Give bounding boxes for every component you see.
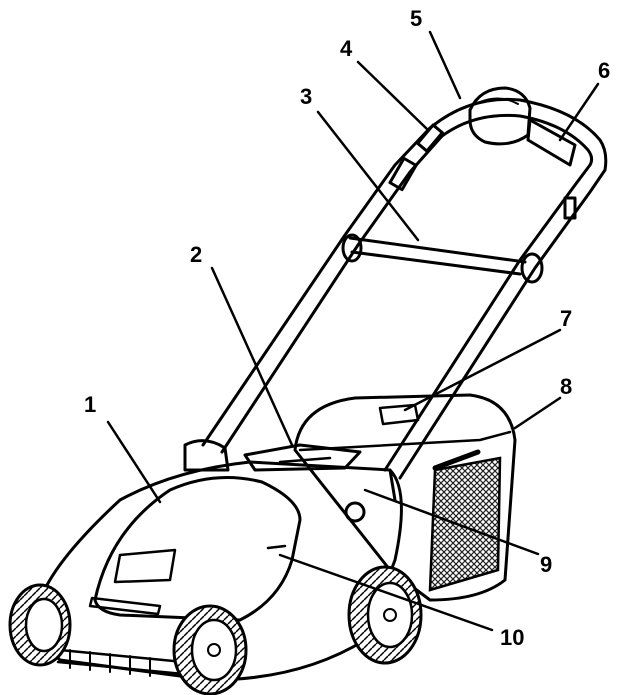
handle-assembly (201, 86, 608, 480)
grass-collector (293, 393, 517, 602)
leader-3 (316, 110, 420, 242)
callout-1: 1 (84, 392, 96, 417)
callout-5: 5 (410, 6, 422, 31)
callout-4: 4 (340, 36, 353, 61)
wheel-rear-right (347, 565, 423, 665)
leader-2 (210, 266, 294, 447)
callout-2: 2 (190, 242, 202, 267)
callout-9: 9 (540, 552, 552, 577)
leader-lines (106, 30, 600, 632)
callout-8: 8 (560, 374, 572, 399)
leader-4 (356, 60, 430, 132)
callout-7: 7 (560, 306, 572, 331)
callout-6: 6 (598, 58, 610, 83)
callout-3: 3 (300, 84, 312, 109)
leader-5 (428, 30, 462, 100)
callout-numbers: 1 2 3 4 5 6 7 8 9 10 (84, 6, 610, 650)
wheel-front-left (8, 583, 72, 667)
leader-1 (106, 420, 162, 504)
wheel-front-right (172, 604, 248, 695)
leader-6 (558, 82, 600, 142)
leader-10 (278, 553, 494, 632)
leader-9 (363, 488, 540, 556)
callout-10: 10 (500, 625, 524, 650)
leader-8 (513, 396, 562, 430)
leader-7 (403, 328, 562, 412)
